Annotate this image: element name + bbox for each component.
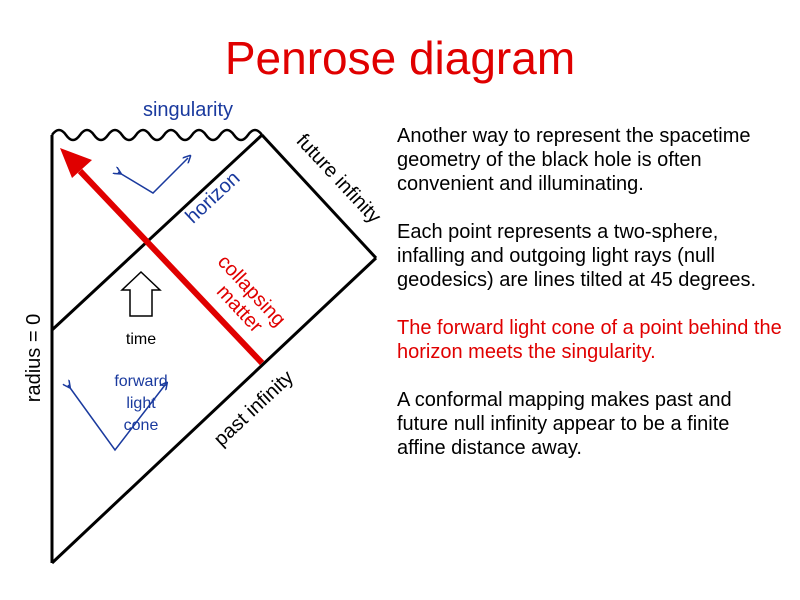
horizon-line xyxy=(50,133,264,332)
forward-light-cone xyxy=(68,385,165,452)
radius-zero-label: radius = 0 xyxy=(23,314,45,402)
paragraph-light-cone: The forward light cone of a point behind… xyxy=(397,317,782,363)
collapsing-matter-arrow xyxy=(77,168,265,366)
singularity-line xyxy=(50,128,264,142)
forward-label: forward xyxy=(114,373,167,390)
paragraph-conformal: A conformal mapping makes past and futur… xyxy=(397,389,732,459)
slide-title: Penrose diagram xyxy=(224,32,576,84)
future-infinity-label: future infinity xyxy=(292,130,385,228)
collapsing-matter-arrowhead xyxy=(60,148,92,178)
cone-label: cone xyxy=(124,417,159,434)
paragraph-representation: Another way to represent the spacetime g… xyxy=(397,125,751,195)
light-label: light xyxy=(126,395,156,412)
past-infinity-label: past infinity xyxy=(210,366,298,450)
paragraph-two-sphere: Each point represents a two-sphere, infa… xyxy=(397,221,757,291)
past-infinity-line xyxy=(50,256,378,565)
horizon-label: horizon xyxy=(181,167,244,228)
time-label: time xyxy=(126,331,156,348)
time-arrow-icon xyxy=(120,270,162,317)
future-infinity-line xyxy=(260,133,378,260)
description-panel: Another way to represent the spacetime g… xyxy=(397,124,782,484)
upper-light-cone xyxy=(118,158,188,194)
singularity-label: singularity xyxy=(143,99,233,121)
